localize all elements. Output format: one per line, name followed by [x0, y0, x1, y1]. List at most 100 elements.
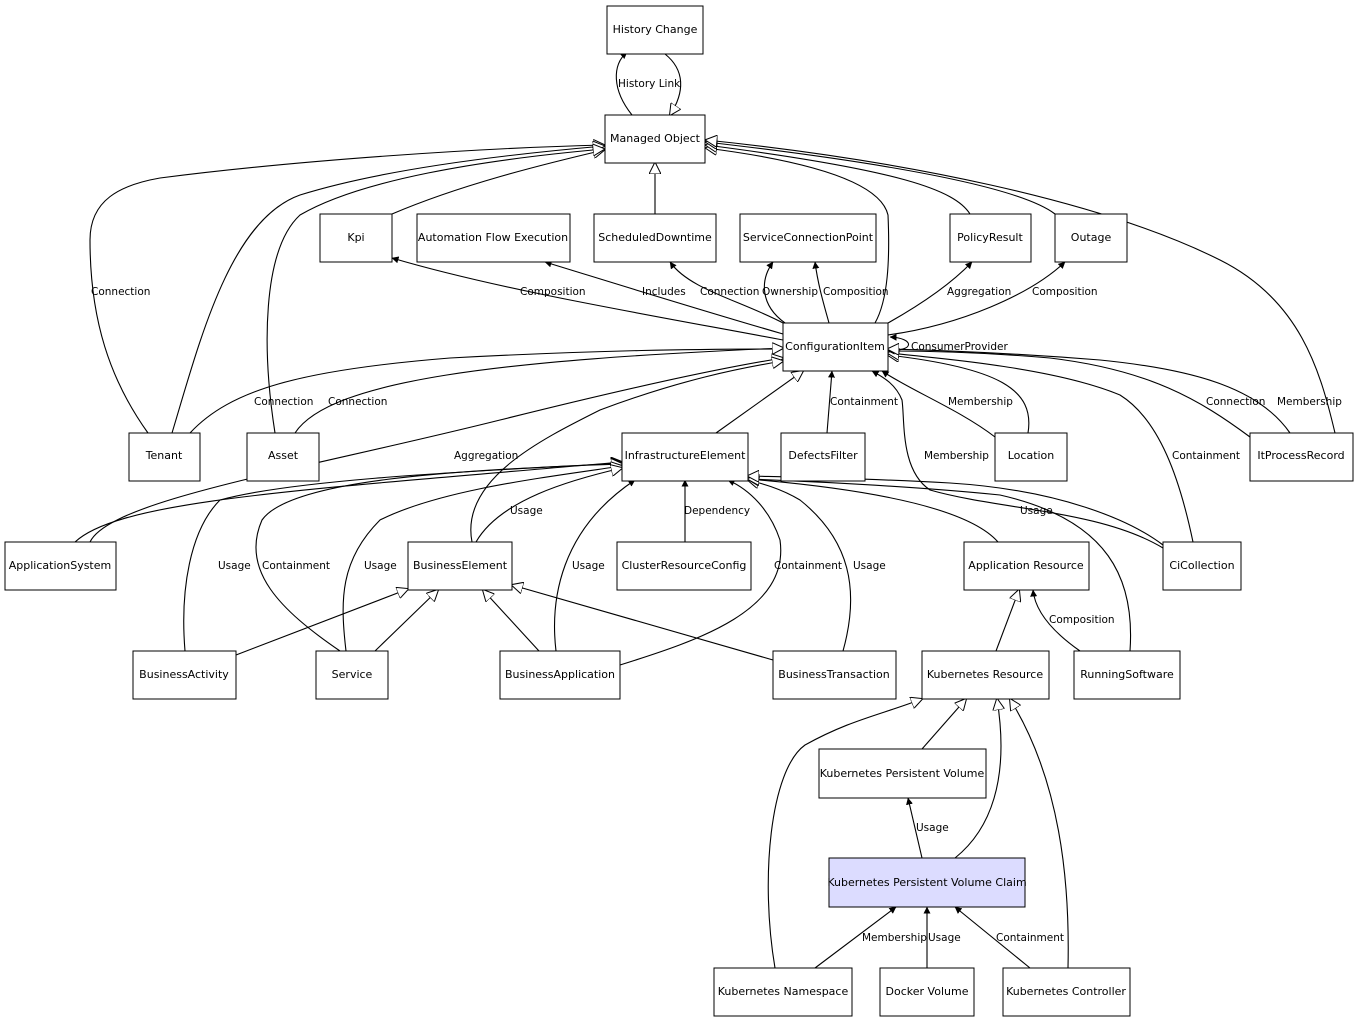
node-outage[interactable]: Outage — [1054, 213, 1128, 263]
edge-businessapplication-be — [483, 590, 540, 652]
edge-ipr-ci-connection — [887, 347, 1251, 438]
edge-pvc-kr — [954, 699, 1001, 859]
edge-kpv-kr — [921, 699, 966, 750]
node-managed-object[interactable]: Managed Object — [604, 114, 706, 164]
edge-rs-ar-composition — [1030, 589, 1081, 652]
node-business-application[interactable]: BusinessApplication — [499, 650, 621, 700]
svg-text:Tenant: Tenant — [145, 449, 183, 462]
node-defects-filter[interactable]: DefectsFilter — [780, 432, 866, 482]
node-business-transaction[interactable]: BusinessTransaction — [772, 650, 897, 700]
node-history-change[interactable]: History Change — [606, 5, 704, 55]
node-kpi[interactable]: Kpi — [319, 213, 393, 263]
node-asset[interactable]: Asset — [246, 432, 320, 482]
node-policy-result[interactable]: PolicyResult — [949, 213, 1032, 263]
svg-text:Managed Object: Managed Object — [610, 132, 701, 145]
edge-label-df-ci-containment: Containment — [830, 396, 898, 408]
edge-ns-pvc-membership — [814, 906, 897, 969]
edge-as-ie — [74, 462, 622, 543]
edge-outage-mo — [706, 142, 1056, 215]
edge-bapp-ie-containment — [619, 479, 782, 666]
edge-ci-scp-composition — [812, 261, 830, 324]
edge-label-ba-ie-usage: Usage — [218, 560, 251, 572]
svg-text:BusinessTransaction: BusinessTransaction — [778, 668, 889, 681]
edge-label-ci-consumer-provider: ConsumerProvider — [911, 341, 1008, 353]
edge-ns-kr — [767, 699, 922, 969]
edge-ipr-ci — [888, 349, 1291, 434]
edge-label-ci-scp-composition: Composition — [823, 286, 889, 298]
node-kubernetes-namespace[interactable]: Kubernetes Namespace — [713, 967, 853, 1017]
svg-text:Docker Volume: Docker Volume — [886, 985, 969, 998]
node-kubernetes-controller[interactable]: Kubernetes Controller — [1002, 967, 1131, 1017]
node-business-activity[interactable]: BusinessActivity — [132, 650, 237, 700]
edge-ci-kpi-composition — [391, 256, 784, 341]
edge-be-ci — [470, 361, 783, 543]
edge-label-ci-kpi-composition: Composition — [520, 286, 586, 298]
edge-label-bapp-ie-usage: Usage — [572, 560, 605, 572]
edge-ba-ie-usage — [183, 463, 622, 652]
node-kubernetes-persistent-volume[interactable]: Kubernetes Persistent Volume — [818, 748, 987, 799]
node-kubernetes-resource[interactable]: Kubernetes Resource — [921, 650, 1050, 700]
edge-ci-sd-connection — [669, 261, 786, 325]
edge-ci-pr-aggregation — [887, 261, 973, 324]
svg-text:Asset: Asset — [268, 449, 299, 462]
node-kubernetes-persistent-volume-claim[interactable]: Kubernetes Persistent Volume Claim — [827, 857, 1027, 908]
edge-as-ci — [89, 358, 783, 543]
svg-text:Application Resource: Application Resource — [968, 559, 1084, 572]
edge-label-ci-afe-includes: Includes — [642, 286, 686, 298]
edge-policyresult-mo — [706, 145, 971, 215]
edge-tenant-ci-connection — [189, 345, 784, 434]
edge-label-crc-ie-dependency: Dependency — [684, 505, 750, 517]
svg-text:Kubernetes Namespace: Kubernetes Namespace — [718, 985, 849, 998]
svg-text:Location: Location — [1008, 449, 1055, 462]
node-infrastructure-element[interactable]: InfrastructureElement — [621, 432, 749, 482]
node-application-system[interactable]: ApplicationSystem — [4, 541, 117, 591]
node-ci-collection[interactable]: CiCollection — [1162, 541, 1242, 591]
edge-businessactivity-be — [235, 589, 408, 656]
edge-label-tenant-ci-connection: Connection — [254, 396, 313, 408]
edge-svc-ie-usage — [342, 466, 622, 652]
svg-text:ConfigurationItem: ConfigurationItem — [785, 340, 885, 353]
node-service-connection-point[interactable]: ServiceConnectionPoint — [739, 213, 877, 263]
edge-itprocessrecord-mo — [706, 140, 1336, 434]
edge-label-history-link: History Link — [618, 78, 681, 90]
edge-label-pvc-pv-usage: Usage — [916, 822, 949, 834]
node-application-resource[interactable]: Application Resource — [963, 541, 1090, 591]
edge-tenant-mo — [171, 146, 604, 434]
edge-cc-ie-usage — [748, 476, 1164, 546]
svg-text:InfrastructureElement: InfrastructureElement — [625, 449, 746, 462]
edge-label-bapp-ie-containment: Containment — [774, 560, 842, 572]
edge-label-ipr-ci-connection: Connection — [1206, 396, 1265, 408]
svg-text:ClusterResourceConfig: ClusterResourceConfig — [622, 559, 747, 572]
edge-be-ie-usage — [475, 468, 622, 543]
svg-text:RunningSoftware: RunningSoftware — [1080, 668, 1174, 681]
node-automation-flow-execution[interactable]: Automation Flow Execution — [416, 213, 571, 263]
node-service[interactable]: Service — [315, 650, 389, 700]
svg-text:ItProcessRecord: ItProcessRecord — [1257, 449, 1344, 462]
edge-label-ci-sd-connection: Connection — [700, 286, 759, 298]
node-location[interactable]: Location — [994, 432, 1068, 482]
node-running-software[interactable]: RunningSoftware — [1073, 650, 1181, 700]
node-tenant[interactable]: Tenant — [128, 432, 201, 482]
svg-text:ServiceConnectionPoint: ServiceConnectionPoint — [743, 231, 874, 244]
edge-cc-ci-containment — [888, 353, 1194, 543]
edge-pvc-pv-usage — [906, 797, 923, 859]
svg-text:BusinessActivity: BusinessActivity — [139, 668, 229, 681]
edge-kpi-mo — [391, 150, 604, 215]
edge-ci-mo — [706, 148, 890, 324]
svg-text:CiCollection: CiCollection — [1169, 559, 1234, 572]
edge-rs-ie — [748, 479, 1132, 652]
node-scheduled-downtime[interactable]: ScheduledDowntime — [593, 213, 717, 263]
edge-label-ipr-mo-membership: Membership — [1277, 396, 1342, 408]
edge-ci-scp-ownership — [763, 261, 786, 324]
edge-label-be-ie-usage: Usage — [510, 505, 543, 517]
node-business-element[interactable]: BusinessElement — [407, 541, 513, 591]
edge-asset-mo — [266, 149, 604, 434]
edge-label-as-ie-aggregation: Aggregation — [454, 450, 518, 462]
node-configuration-item[interactable]: ConfigurationItem — [782, 322, 889, 372]
edge-asset-ci-connection — [294, 348, 783, 434]
edge-label-cc-ci-containment: Containment — [1172, 450, 1240, 462]
node-cluster-resource-config[interactable]: ClusterResourceConfig — [616, 541, 752, 591]
node-it-process-record[interactable]: ItProcessRecord — [1249, 432, 1354, 482]
edge-history-generalization — [664, 53, 682, 115]
node-docker-volume[interactable]: Docker Volume — [879, 967, 975, 1017]
